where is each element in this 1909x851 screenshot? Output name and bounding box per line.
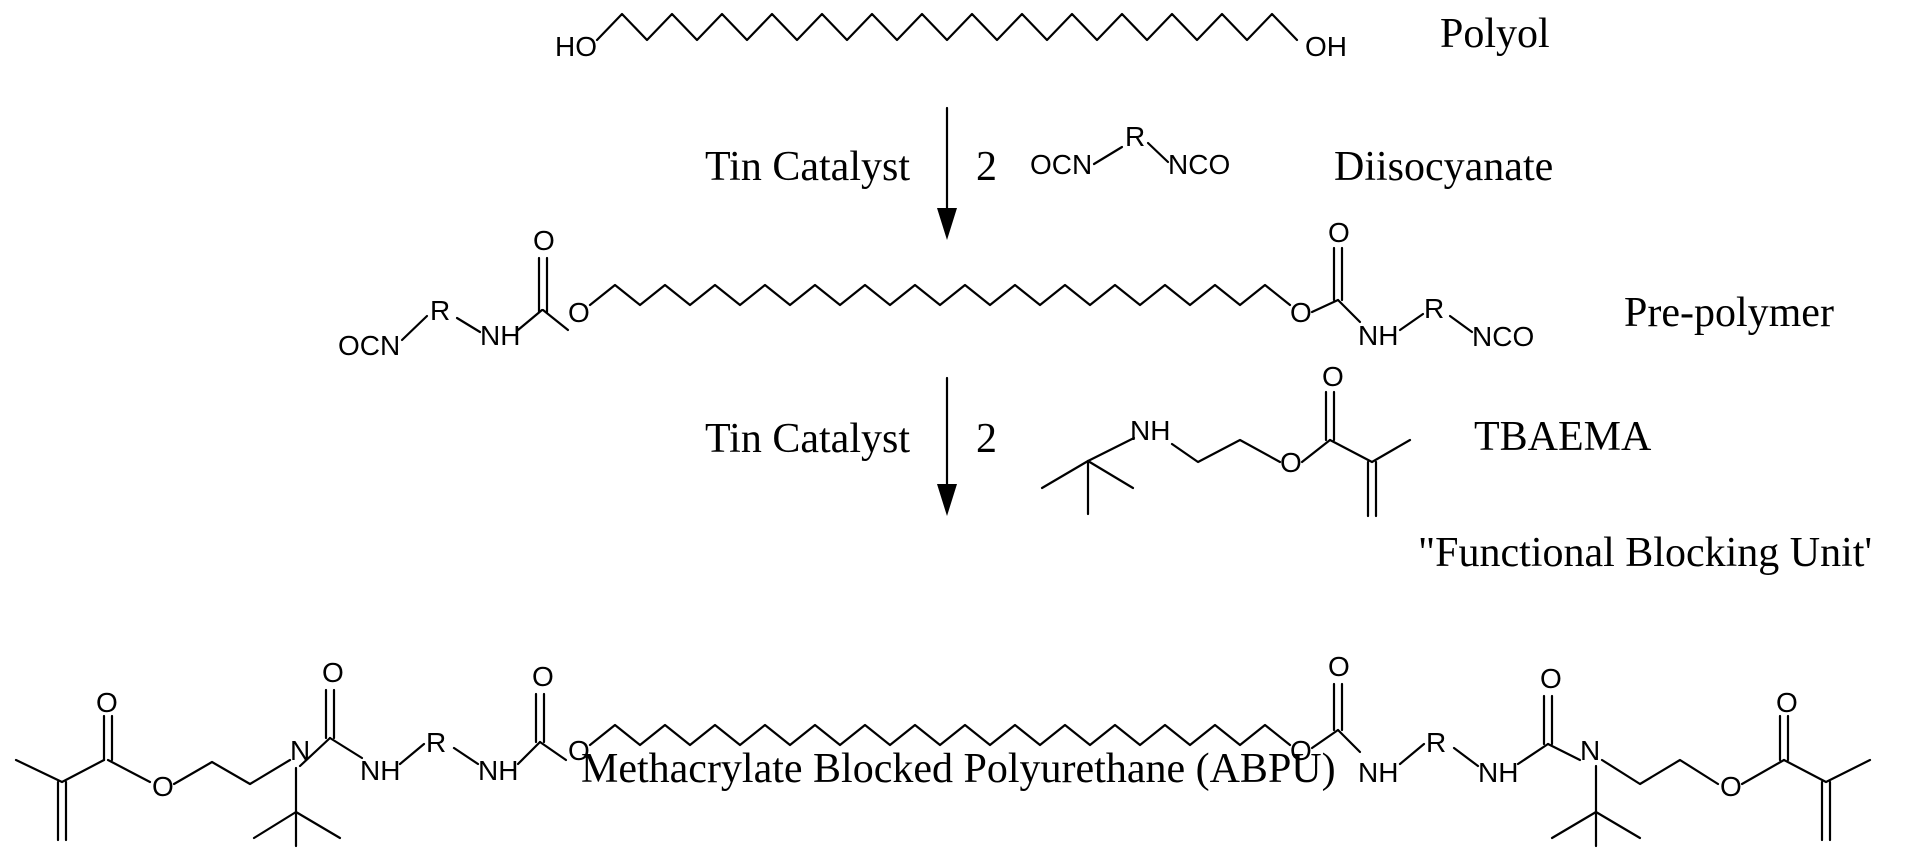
polyol-structure: HO OH	[555, 14, 1347, 62]
atom-o: O	[96, 687, 118, 718]
step2-catalyst-label: Tin Catalyst	[705, 416, 910, 462]
atom-nh: NH	[1358, 757, 1398, 788]
label-prepolymer: Pre-polymer	[1624, 290, 1834, 336]
atom-ocn: OCN	[1030, 149, 1092, 180]
prepolymer-structure: OCN R NH O O O O NH R NCO	[338, 217, 1534, 361]
tbaema-structure: NH O O	[1042, 361, 1410, 516]
atom-r: R	[430, 295, 450, 326]
atom-o: O	[322, 657, 344, 688]
atom-o: O	[532, 661, 554, 692]
atom-nh: NH	[480, 320, 520, 351]
label-functional-blocking-unit: "Functional Blocking Unit'	[1418, 530, 1872, 576]
atom-o: O	[152, 771, 174, 802]
atom-o: O	[1290, 297, 1312, 328]
atom-nh: NH	[1358, 320, 1398, 351]
atom-n: N	[1580, 735, 1600, 766]
atom-r: R	[1426, 727, 1446, 758]
atom-o: O	[1540, 663, 1562, 694]
atom-oh: OH	[1305, 31, 1347, 62]
atom-nh: NH	[478, 755, 518, 786]
atom-o: O	[1776, 687, 1798, 718]
atom-r: R	[1125, 121, 1145, 152]
label-product-abpu: Methacrylate Blocked Polyurethane (ABPU)	[581, 746, 1336, 792]
atom-nh: NH	[360, 755, 400, 786]
atom-o: O	[1720, 771, 1742, 802]
atom-o: O	[1322, 361, 1344, 392]
reaction-arrow-1	[937, 108, 957, 240]
label-diisocyanate: Diisocyanate	[1334, 144, 1553, 190]
atom-o: O	[1280, 447, 1302, 478]
prepolymer-chain-bond	[590, 285, 1290, 305]
step1-catalyst-label: Tin Catalyst	[705, 144, 910, 190]
atom-nco: NCO	[1168, 149, 1230, 180]
atom-nh: NH	[1130, 415, 1170, 446]
atom-r: R	[426, 727, 446, 758]
step2-equivalents-label: 2	[976, 416, 997, 462]
abpu-chain-bond	[590, 725, 1290, 745]
atom-r: R	[1424, 293, 1444, 324]
polyol-chain-bond	[597, 14, 1297, 40]
atom-o: O	[1328, 217, 1350, 248]
reaction-arrow-2	[937, 378, 957, 516]
diisocyanate-structure: OCN R NCO	[1030, 121, 1230, 180]
atom-ocn: OCN	[338, 330, 400, 361]
atom-o: O	[568, 297, 590, 328]
atom-ho: HO	[555, 31, 597, 62]
label-tbaema: TBAEMA	[1474, 414, 1652, 460]
atom-nh: NH	[1478, 757, 1518, 788]
label-polyol: Polyol	[1440, 11, 1550, 57]
atom-nco: NCO	[1472, 321, 1534, 352]
atom-o: O	[533, 225, 555, 256]
atom-o: O	[1328, 651, 1350, 682]
atom-n: N	[290, 735, 310, 766]
step1-equivalents-label: 2	[976, 144, 997, 190]
